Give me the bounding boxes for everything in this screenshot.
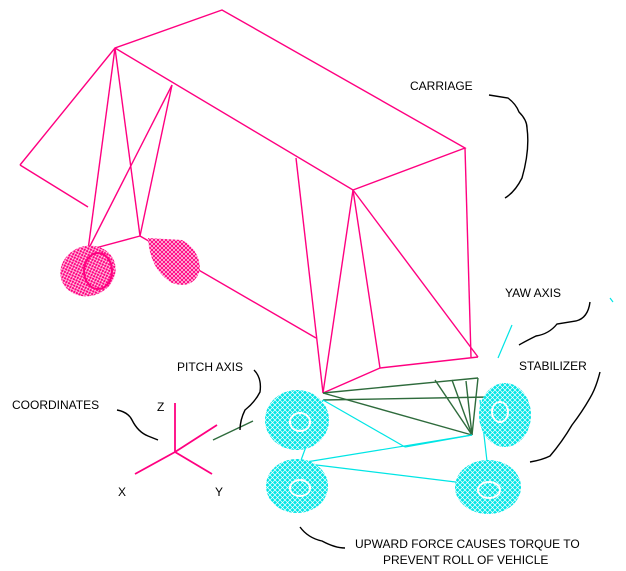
carriage-wheel-rear	[148, 238, 200, 285]
carriage-leader	[488, 94, 529, 199]
axis-x-label: X	[118, 485, 126, 499]
carriage-frame	[19, 9, 479, 394]
axis-z-label: Z	[157, 400, 164, 414]
stabilizer-label: STABILIZER	[519, 359, 587, 373]
leader-lines	[116, 94, 601, 549]
force-label-line1: UPWARD FORCE CAUSES TORQUE TO	[355, 537, 580, 551]
force-leader	[299, 526, 346, 549]
stabilizer-wheel-front-left	[265, 390, 329, 450]
carriage-wheel-front	[60, 245, 116, 297]
pitch-axis-label: PITCH AXIS	[177, 360, 243, 374]
stabilizer-wheel-rear-right	[455, 460, 521, 514]
force-label-line2: PREVENT ROLL OF VEHICLE	[383, 553, 548, 567]
coordinate-axes	[134, 403, 254, 475]
axis-y-label: Y	[215, 485, 223, 499]
pitch-axis-leader	[239, 369, 262, 431]
coordinates-leader	[116, 409, 159, 441]
stabilizer-links	[322, 377, 491, 436]
stabilizer-wheel-rear-left	[266, 459, 328, 513]
stabilizer-wheel-front-right	[479, 383, 531, 447]
carriage-label: CARRIAGE	[410, 79, 473, 93]
coordinates-label: COORDINATES	[12, 398, 99, 412]
yaw-axis-leader	[518, 301, 591, 346]
yaw-axis-label: YAW AXIS	[505, 286, 561, 300]
stabilizer-leader	[529, 371, 601, 463]
